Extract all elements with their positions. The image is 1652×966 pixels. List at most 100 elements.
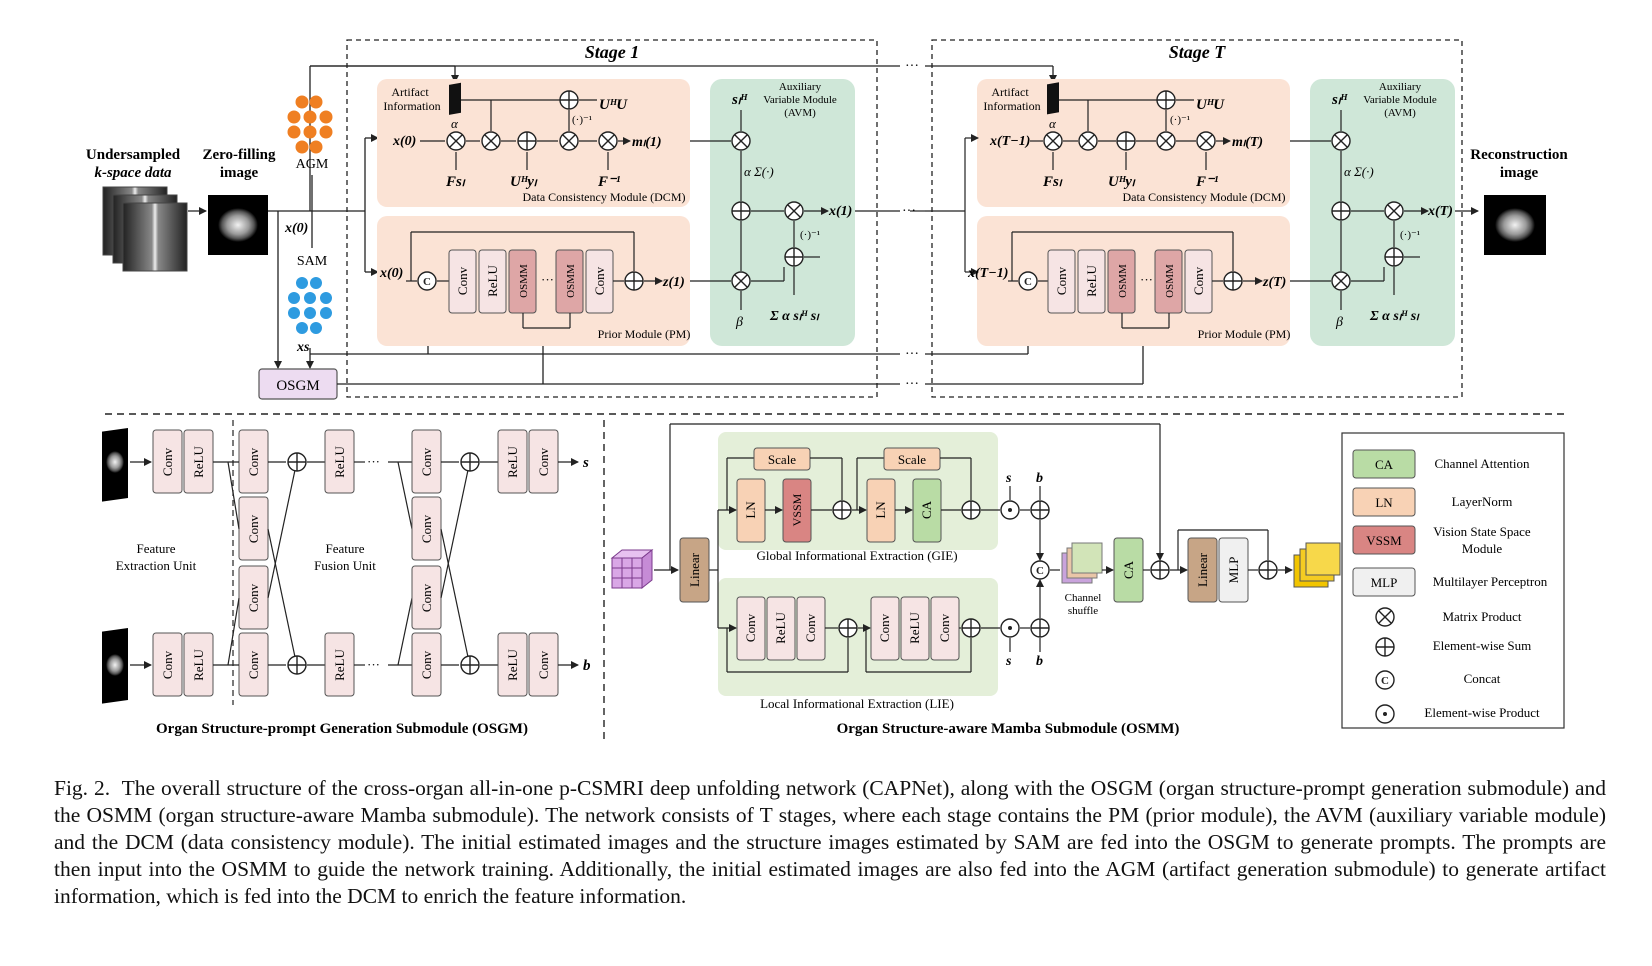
multiply-icon	[1078, 131, 1098, 151]
svg-text:Concat: Concat	[1464, 671, 1501, 686]
osmm-panel-title: Organ Structure-aware Mamba Submodule (O…	[837, 721, 1180, 737]
svg-text:Fusion Unit: Fusion Unit	[314, 558, 376, 573]
svg-text:Information: Information	[983, 99, 1040, 113]
svg-text:x(0): x(0)	[379, 266, 403, 281]
svg-text:Σ α sₗᴴ sₗ: Σ α sₗᴴ sₗ	[769, 309, 820, 324]
sum-icon	[784, 247, 804, 267]
svg-text:x(T−1): x(T−1)	[967, 266, 1008, 281]
svg-text:Σ α sₗᴴ sₗ: Σ α sₗᴴ sₗ	[1369, 309, 1420, 324]
svg-text:Conv: Conv	[419, 514, 434, 543]
x0-label: x(0)	[284, 221, 308, 236]
svg-text:Prior Module (PM): Prior Module (PM)	[1198, 327, 1291, 341]
multiply-icon	[598, 131, 618, 151]
svg-text:Matrix Product: Matrix Product	[1442, 609, 1521, 624]
svg-text:α: α	[451, 116, 459, 131]
svg-text:CA: CA	[1375, 457, 1394, 472]
input-title-1: Undersampled	[86, 147, 181, 163]
svg-text:MLP: MLP	[1226, 557, 1241, 584]
agm-label: AGM	[296, 157, 329, 172]
sum-icon	[624, 271, 644, 291]
svg-text:ReLU: ReLU	[332, 649, 347, 681]
svg-text:ReLU: ReLU	[191, 446, 206, 478]
product-icon	[1000, 618, 1020, 638]
feature-cube-icon	[610, 548, 654, 590]
multiply-icon	[446, 131, 466, 151]
svg-text:x(0): x(0)	[392, 134, 416, 149]
recon-title-2: image	[1500, 165, 1539, 181]
channel-shuffle-icon	[1061, 542, 1103, 584]
svg-text:Artifact: Artifact	[991, 85, 1029, 99]
svg-text:Conv: Conv	[455, 266, 470, 295]
svg-text:OSMM: OSMM	[1164, 264, 1176, 298]
svg-text:(·)⁻¹: (·)⁻¹	[1400, 229, 1420, 241]
sum-icon	[1030, 500, 1050, 520]
svg-text:Conv: Conv	[160, 447, 175, 476]
artifact-icon	[449, 82, 461, 115]
concat-icon	[1018, 271, 1038, 291]
multiply-icon	[1156, 131, 1176, 151]
svg-text:Variable Module: Variable Module	[763, 94, 837, 106]
osmm-panel: Linear LN VSSM Scale LN CA Scale	[610, 423, 1341, 737]
svg-text:···: ···	[1140, 272, 1153, 287]
sum-icon	[832, 500, 852, 520]
caption-text: The overall structure of the cross-organ…	[54, 776, 1606, 908]
multiply-icon	[1384, 201, 1404, 221]
stage1-title: Stage 1	[585, 42, 640, 62]
agm-network-icon	[287, 95, 333, 154]
sum-icon	[961, 500, 981, 520]
multiply-icon	[784, 201, 804, 221]
svg-text:Vision State Space: Vision State Space	[1433, 524, 1531, 539]
svg-text:Conv: Conv	[419, 583, 434, 612]
sum-icon	[961, 618, 981, 638]
svg-text:Information: Information	[383, 99, 440, 113]
svg-text:Element-wise Sum: Element-wise Sum	[1433, 638, 1532, 653]
concat-icon	[417, 271, 437, 291]
svg-text:F⁻¹: F⁻¹	[597, 174, 620, 190]
svg-text:···: ···	[905, 377, 919, 392]
svg-text:F⁻¹: F⁻¹	[1195, 174, 1218, 190]
svg-text:LayerNorm: LayerNorm	[1452, 494, 1513, 509]
svg-text:ReLU: ReLU	[505, 649, 520, 681]
architecture-figure: C Stage 1 Stage T Undersampled k-space d…	[86, 39, 1568, 742]
svg-text:(·)⁻¹: (·)⁻¹	[572, 114, 592, 126]
sum-icon	[1258, 560, 1278, 580]
multiply-icon	[1043, 131, 1063, 151]
svg-text:z(1): z(1)	[662, 275, 685, 290]
figure-caption: Fig. 2. The overall structure of the cro…	[54, 775, 1606, 910]
product-icon	[1375, 704, 1395, 724]
svg-text:b: b	[1036, 654, 1043, 669]
product-icon	[1000, 500, 1020, 520]
svg-text:Module: Module	[1462, 541, 1503, 556]
svg-text:s: s	[582, 455, 589, 471]
sum-icon	[1223, 271, 1243, 291]
svg-text:mₗ(1): mₗ(1)	[632, 135, 662, 150]
svg-text:Multilayer Perceptron: Multilayer Perceptron	[1433, 574, 1548, 589]
sum-icon	[1030, 618, 1050, 638]
svg-text:Conv: Conv	[803, 613, 818, 642]
svg-text:Scale: Scale	[768, 452, 796, 467]
stageT-frame	[931, 39, 1463, 398]
svg-text:Element-wise Product: Element-wise Product	[1424, 705, 1540, 720]
svg-text:Conv: Conv	[160, 650, 175, 679]
sum-icon	[1156, 90, 1176, 110]
svg-text:UᴴU: UᴴU	[1196, 97, 1225, 113]
svg-text:LN: LN	[873, 501, 888, 519]
svg-text:Conv: Conv	[246, 650, 261, 679]
svg-text:s: s	[1005, 471, 1012, 486]
sum-icon	[559, 90, 579, 110]
sum-icon	[1331, 201, 1351, 221]
sam-network-icon	[288, 277, 332, 334]
svg-text:α Σ(·): α Σ(·)	[1344, 164, 1374, 179]
caption-label: Fig. 2.	[54, 776, 111, 800]
svg-text:Auxiliary: Auxiliary	[1379, 81, 1422, 93]
sum-icon	[731, 201, 751, 221]
sum-icon	[460, 655, 480, 675]
svg-text:b: b	[1036, 471, 1043, 486]
svg-text:Conv: Conv	[246, 447, 261, 476]
svg-text:Fsₗ: Fsₗ	[1042, 174, 1063, 190]
svg-text:Artifact: Artifact	[391, 85, 429, 99]
svg-text:s: s	[1005, 654, 1012, 669]
svg-text:sₗᴴ: sₗᴴ	[731, 92, 748, 108]
stageT-title: Stage T	[1169, 42, 1227, 62]
svg-text:Prior Module (PM): Prior Module (PM)	[598, 327, 691, 341]
